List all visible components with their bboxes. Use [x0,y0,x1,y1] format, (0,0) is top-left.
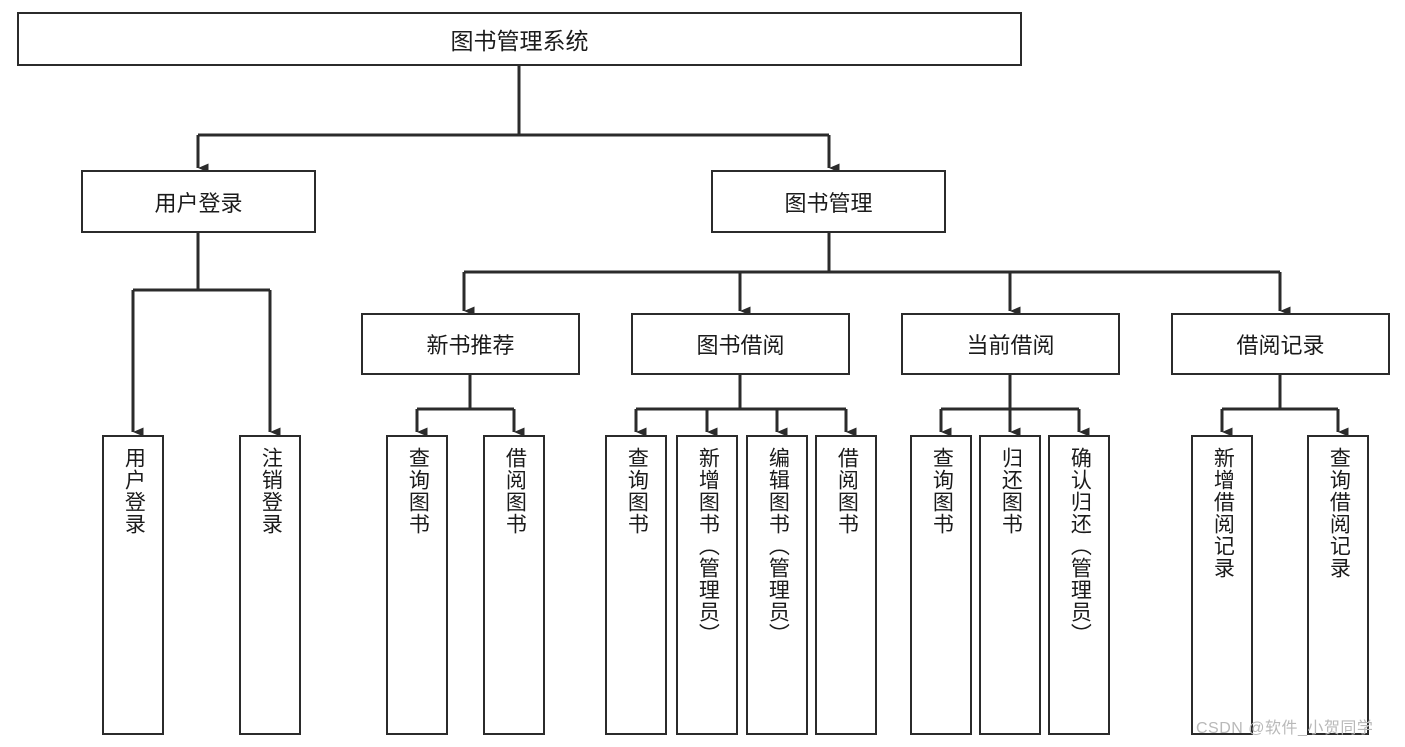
leaf-logout[interactable]: 注销登录 [239,435,301,735]
leaf-query-book-rec[interactable]: 查询图书 [386,435,448,735]
leaf-user-login[interactable]: 用户登录 [102,435,164,735]
leaf-add-book-admin[interactable]: 新增图书（管理员） [676,435,738,735]
leaf-logout-label: 注销登录 [259,447,283,535]
leaf-query-book-rec-label: 查询图书 [406,447,430,535]
node-user-login-label: 用户登录 [154,190,243,216]
leaf-user-login-label: 用户登录 [122,447,146,535]
node-book-management[interactable]: 图书管理 [711,170,946,233]
leaf-query-borrow-record-label: 查询借阅记录 [1327,447,1351,579]
node-user-login[interactable]: 用户登录 [81,170,316,233]
node-new-book-recommend-label: 新书推荐 [426,333,515,358]
node-book-management-label: 图书管理 [784,190,873,216]
leaf-query-book-borrow-label: 查询图书 [625,447,649,535]
node-root[interactable]: 图书管理系统 [17,12,1022,66]
node-new-book-recommend[interactable]: 新书推荐 [361,313,580,375]
leaf-query-borrow-record[interactable]: 查询借阅记录 [1307,435,1369,735]
leaf-borrow-book-rec-label: 借阅图书 [503,447,527,535]
leaf-borrow-book[interactable]: 借阅图书 [815,435,877,735]
leaf-add-borrow-record-label: 新增借阅记录 [1211,447,1235,579]
leaf-add-borrow-record[interactable]: 新增借阅记录 [1191,435,1253,735]
node-root-label: 图书管理系统 [450,28,589,54]
leaf-query-book-borrow[interactable]: 查询图书 [605,435,667,735]
leaf-return-book-label: 归还图书 [999,447,1023,535]
node-current-borrow[interactable]: 当前借阅 [901,313,1120,375]
leaf-confirm-return-admin[interactable]: 确认归还（管理员） [1048,435,1110,735]
leaf-add-book-admin-label: 新增图书（管理员） [696,447,720,645]
node-current-borrow-label: 当前借阅 [966,333,1055,358]
node-borrow-record-label: 借阅记录 [1236,333,1325,358]
node-borrow-record[interactable]: 借阅记录 [1171,313,1390,375]
leaf-borrow-book-rec[interactable]: 借阅图书 [483,435,545,735]
leaf-query-book-current[interactable]: 查询图书 [910,435,972,735]
leaf-edit-book-admin-label: 编辑图书（管理员） [766,447,790,645]
leaf-query-book-current-label: 查询图书 [930,447,954,535]
node-book-borrow-label: 图书借阅 [696,333,785,358]
leaf-confirm-return-admin-label: 确认归还（管理员） [1068,447,1092,645]
leaf-borrow-book-label: 借阅图书 [835,447,859,535]
csdn-watermark: CSDN @软件_小贺同学 [1196,720,1374,737]
node-book-borrow[interactable]: 图书借阅 [631,313,850,375]
leaf-edit-book-admin[interactable]: 编辑图书（管理员） [746,435,808,735]
leaf-return-book[interactable]: 归还图书 [979,435,1041,735]
